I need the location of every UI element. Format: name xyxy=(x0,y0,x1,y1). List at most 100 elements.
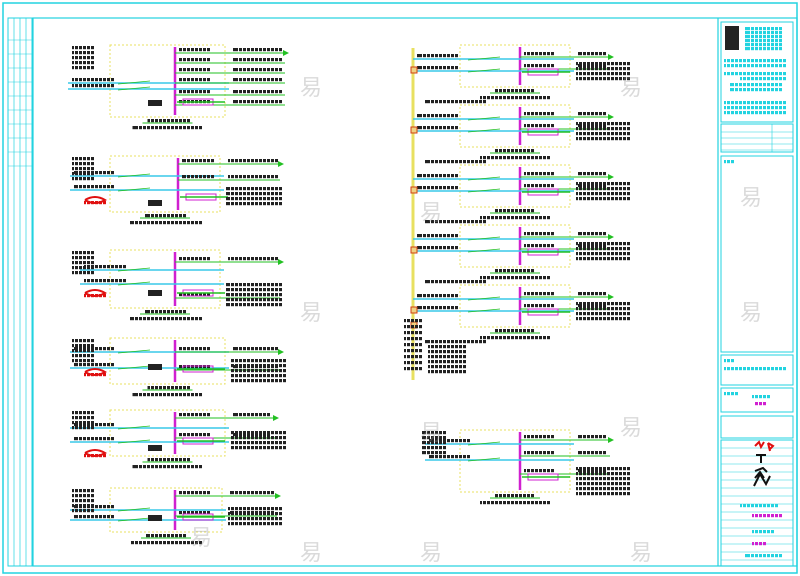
text-glyph xyxy=(524,64,526,68)
text-glyph xyxy=(263,58,266,62)
annotation-text xyxy=(228,517,282,521)
text-glyph xyxy=(79,515,82,519)
text-glyph xyxy=(607,72,610,76)
text-glyph xyxy=(179,433,182,437)
text-glyph xyxy=(547,172,550,176)
text-glyph xyxy=(480,336,482,340)
right-circuit-4-arrow-icon xyxy=(608,234,614,240)
text-glyph xyxy=(587,472,590,476)
text-glyph xyxy=(279,293,282,297)
text-glyph xyxy=(83,266,86,270)
text-glyph xyxy=(187,293,190,297)
text-glyph xyxy=(259,517,262,521)
text-glyph xyxy=(255,187,258,191)
text-glyph xyxy=(615,252,618,256)
text-glyph xyxy=(271,159,274,163)
text-glyph xyxy=(235,364,238,368)
annotation-text xyxy=(179,68,210,72)
text-glyph xyxy=(503,96,506,100)
text-glyph xyxy=(583,435,586,439)
text-glyph xyxy=(91,349,94,353)
text-glyph xyxy=(623,72,626,76)
text-glyph xyxy=(615,187,618,191)
text-glyph xyxy=(743,367,746,371)
text-glyph xyxy=(251,192,254,196)
text-glyph xyxy=(279,436,282,440)
text-glyph xyxy=(423,186,426,190)
right-circuit-1-arrow-icon xyxy=(608,54,614,60)
text-glyph xyxy=(422,446,426,450)
text-glyph xyxy=(475,280,478,284)
text-glyph xyxy=(247,100,250,104)
text-glyph xyxy=(515,149,518,153)
text-glyph xyxy=(271,100,274,104)
annotation-text xyxy=(740,77,786,81)
text-glyph xyxy=(771,77,774,81)
text-glyph xyxy=(431,114,434,118)
text-glyph xyxy=(615,192,618,196)
text-glyph xyxy=(167,310,170,314)
text-glyph xyxy=(615,72,618,76)
text-glyph xyxy=(515,89,518,93)
text-glyph xyxy=(267,431,270,435)
text-glyph xyxy=(443,370,446,374)
text-glyph xyxy=(775,64,778,68)
text-glyph xyxy=(79,51,82,55)
text-glyph xyxy=(267,364,270,368)
text-glyph xyxy=(251,369,254,373)
text-glyph xyxy=(199,221,202,225)
text-glyph xyxy=(267,436,270,440)
text-glyph xyxy=(531,292,534,296)
riser-tap-icon xyxy=(410,186,418,194)
text-glyph xyxy=(243,58,246,62)
text-glyph xyxy=(727,64,730,68)
text-glyph xyxy=(427,126,430,130)
right-circuit-5-annotation-arrow xyxy=(467,296,501,301)
text-glyph xyxy=(599,122,602,126)
text-glyph xyxy=(99,515,102,519)
text-glyph xyxy=(578,292,582,296)
text-glyph xyxy=(187,465,190,469)
annotation-text xyxy=(576,307,630,311)
text-glyph xyxy=(83,359,86,363)
text-glyph xyxy=(283,431,286,435)
text-glyph xyxy=(447,160,450,164)
text-glyph xyxy=(243,187,246,191)
text-glyph xyxy=(95,454,98,458)
text-glyph xyxy=(435,174,438,178)
text-glyph xyxy=(623,467,626,471)
text-glyph xyxy=(483,280,486,284)
text-glyph xyxy=(771,35,774,39)
annotation-text xyxy=(230,491,274,495)
text-glyph xyxy=(591,307,594,311)
text-glyph xyxy=(607,132,610,136)
text-glyph xyxy=(519,149,522,153)
text-glyph xyxy=(79,504,82,508)
text-glyph xyxy=(759,101,762,105)
text-glyph xyxy=(535,435,538,439)
text-glyph xyxy=(239,431,242,435)
text-glyph xyxy=(619,77,622,81)
text-glyph xyxy=(75,51,78,55)
text-glyph xyxy=(275,58,278,62)
text-glyph xyxy=(75,56,78,60)
text-glyph xyxy=(111,279,114,283)
text-glyph xyxy=(611,67,614,71)
annotation-text xyxy=(752,542,766,546)
text-glyph xyxy=(579,472,582,476)
text-glyph xyxy=(443,294,446,298)
text-glyph xyxy=(443,100,446,104)
text-glyph xyxy=(84,279,86,283)
text-glyph xyxy=(155,541,158,545)
text-glyph xyxy=(731,367,734,371)
annotation-text xyxy=(428,355,466,359)
text-glyph xyxy=(615,477,618,481)
text-glyph xyxy=(207,433,210,437)
text-glyph xyxy=(595,197,598,201)
text-glyph xyxy=(123,279,126,283)
text-glyph xyxy=(767,504,770,508)
text-glyph xyxy=(435,160,438,164)
text-glyph xyxy=(243,491,246,495)
text-glyph xyxy=(179,310,182,314)
text-glyph xyxy=(267,175,270,179)
